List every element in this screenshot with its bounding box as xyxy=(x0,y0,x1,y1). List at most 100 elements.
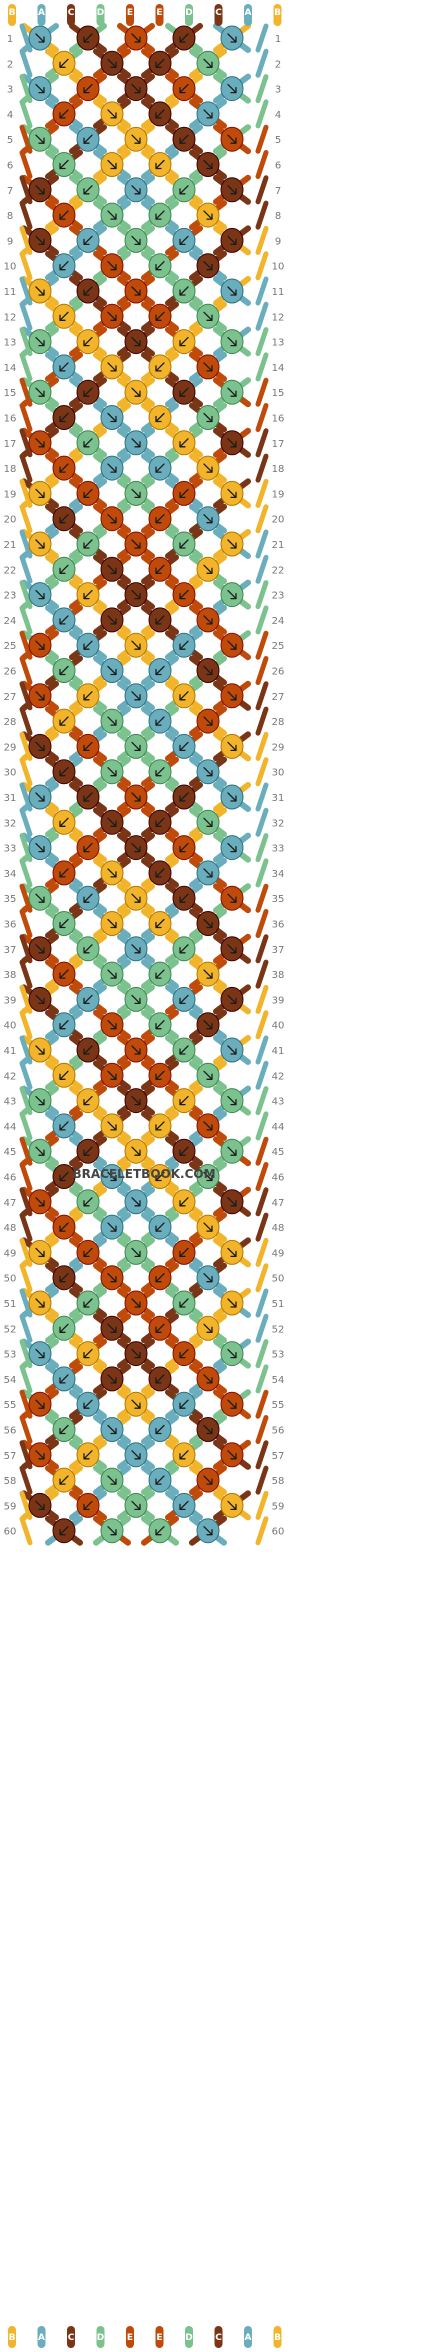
knot-arrow-icon xyxy=(107,58,117,68)
knot-arrow-icon xyxy=(155,1526,165,1536)
knot-arrow-icon xyxy=(83,640,93,650)
knot-arrow-icon xyxy=(227,235,237,246)
edge-strand-left xyxy=(19,731,33,761)
row-number-left: 47 xyxy=(4,1198,17,1209)
knot-arrow-icon xyxy=(107,1222,117,1232)
knot-arrow-icon xyxy=(83,1146,93,1156)
knot-arrow-icon xyxy=(107,109,117,119)
knot-arrow-icon xyxy=(59,109,69,119)
knot-arrow-icon xyxy=(203,1171,213,1182)
knot-arrow-icon xyxy=(155,1121,165,1131)
edge-strand-right xyxy=(255,1313,269,1343)
knot-arrow-icon xyxy=(35,539,45,549)
edge-strand-right xyxy=(255,1237,269,1267)
knot-arrow-icon xyxy=(203,1273,213,1283)
knot-arrow-icon xyxy=(179,589,189,600)
knot-arrow-icon xyxy=(59,362,69,372)
edge-strand-right xyxy=(255,1010,269,1040)
knot-arrow-icon xyxy=(203,1121,213,1131)
knot-arrow-icon xyxy=(83,842,93,853)
row-number-left: 54 xyxy=(4,1375,17,1386)
edge-strand-left xyxy=(19,1440,33,1470)
knot-arrow-icon xyxy=(35,640,45,650)
knot-arrow-icon xyxy=(227,792,237,802)
knot-arrow-icon xyxy=(35,741,45,752)
knot-arrow-icon xyxy=(227,387,237,397)
row-number-left: 29 xyxy=(4,742,17,753)
string-start-6 xyxy=(185,4,193,26)
edge-strand-right xyxy=(255,1465,269,1495)
edge-strand-left xyxy=(19,1415,33,1444)
knot-arrow-icon xyxy=(83,1095,93,1106)
knot-arrow-icon xyxy=(35,235,45,246)
knot-arrow-icon xyxy=(35,1348,45,1359)
knot-arrow-icon xyxy=(83,336,93,347)
knot-arrow-icon xyxy=(107,159,117,170)
row-number-right: 7 xyxy=(275,186,281,197)
edge-strand-left xyxy=(19,833,33,863)
edge-strand-right xyxy=(255,428,269,458)
knot-arrow-icon xyxy=(227,741,237,752)
row-number-right: 3 xyxy=(275,85,281,96)
string-end-3 xyxy=(96,2326,105,2348)
row-number-right: 38 xyxy=(272,970,285,981)
edge-strand-left xyxy=(19,605,33,635)
knot-arrow-icon xyxy=(131,185,141,195)
row-number-left: 22 xyxy=(4,565,17,576)
row-number-left: 49 xyxy=(4,1248,17,1259)
knot-arrow-icon xyxy=(35,185,45,195)
knot-arrow-icon xyxy=(107,1070,117,1080)
knot-arrow-icon xyxy=(83,1247,93,1258)
edge-strand-right xyxy=(255,99,269,129)
row-number-right: 4 xyxy=(275,110,281,121)
knot-arrow-icon xyxy=(155,1020,165,1030)
knot-arrow-icon xyxy=(59,615,69,625)
knot-arrow-icon xyxy=(107,261,117,271)
edge-strand-right xyxy=(255,807,269,837)
knot-arrow-icon xyxy=(203,159,213,170)
knot-arrow-icon xyxy=(107,1121,117,1131)
row-number-left: 60 xyxy=(4,1527,17,1538)
row-number-right: 15 xyxy=(272,388,285,399)
row-number-right: 57 xyxy=(272,1451,285,1462)
row-number-left: 8 xyxy=(7,211,13,222)
string-start-7 xyxy=(214,4,223,26)
knot-arrow-icon xyxy=(155,362,165,372)
string-label-top-1: A xyxy=(38,8,45,18)
string-start-5 xyxy=(155,4,164,26)
row-number-right: 50 xyxy=(272,1274,285,1285)
knot-arrow-icon xyxy=(35,1500,45,1511)
knot-arrow-icon xyxy=(83,792,93,802)
knot-arrow-icon xyxy=(227,893,237,903)
knot-arrow-icon xyxy=(179,1450,189,1460)
knot-arrow-icon xyxy=(203,767,213,777)
knot-arrow-icon xyxy=(59,918,69,929)
knot-arrow-icon xyxy=(35,691,45,701)
knot-arrow-icon xyxy=(203,1020,213,1030)
knot-arrow-icon xyxy=(131,741,141,752)
knot-arrow-icon xyxy=(107,1526,117,1536)
knot-arrow-icon xyxy=(179,1045,189,1055)
knot-arrow-icon xyxy=(107,1374,117,1384)
edge-strand-left xyxy=(19,403,33,432)
knot-arrow-icon xyxy=(131,1045,141,1055)
edge-strand-left xyxy=(19,428,33,458)
edge-strand-right xyxy=(255,580,269,610)
row-number-left: 28 xyxy=(4,717,17,728)
knot-arrow-icon xyxy=(59,1273,69,1283)
edge-strand-right xyxy=(255,984,269,1014)
knot-arrow-icon xyxy=(35,994,45,1005)
edge-strand-left xyxy=(19,807,33,837)
row-number-left: 31 xyxy=(4,793,17,804)
row-number-left: 10 xyxy=(4,262,17,273)
knot-arrow-icon xyxy=(203,868,213,878)
edge-strand-left xyxy=(19,301,33,331)
knot-arrow-icon xyxy=(131,691,141,701)
edge-strand-right xyxy=(255,1212,269,1242)
knot-arrow-icon xyxy=(83,741,93,752)
edge-strand-right xyxy=(255,681,269,711)
knot-arrow-icon xyxy=(155,1323,165,1333)
knot-arrow-icon xyxy=(83,185,93,195)
knot-arrow-icon xyxy=(179,741,189,752)
knot-arrow-icon xyxy=(155,1475,165,1485)
